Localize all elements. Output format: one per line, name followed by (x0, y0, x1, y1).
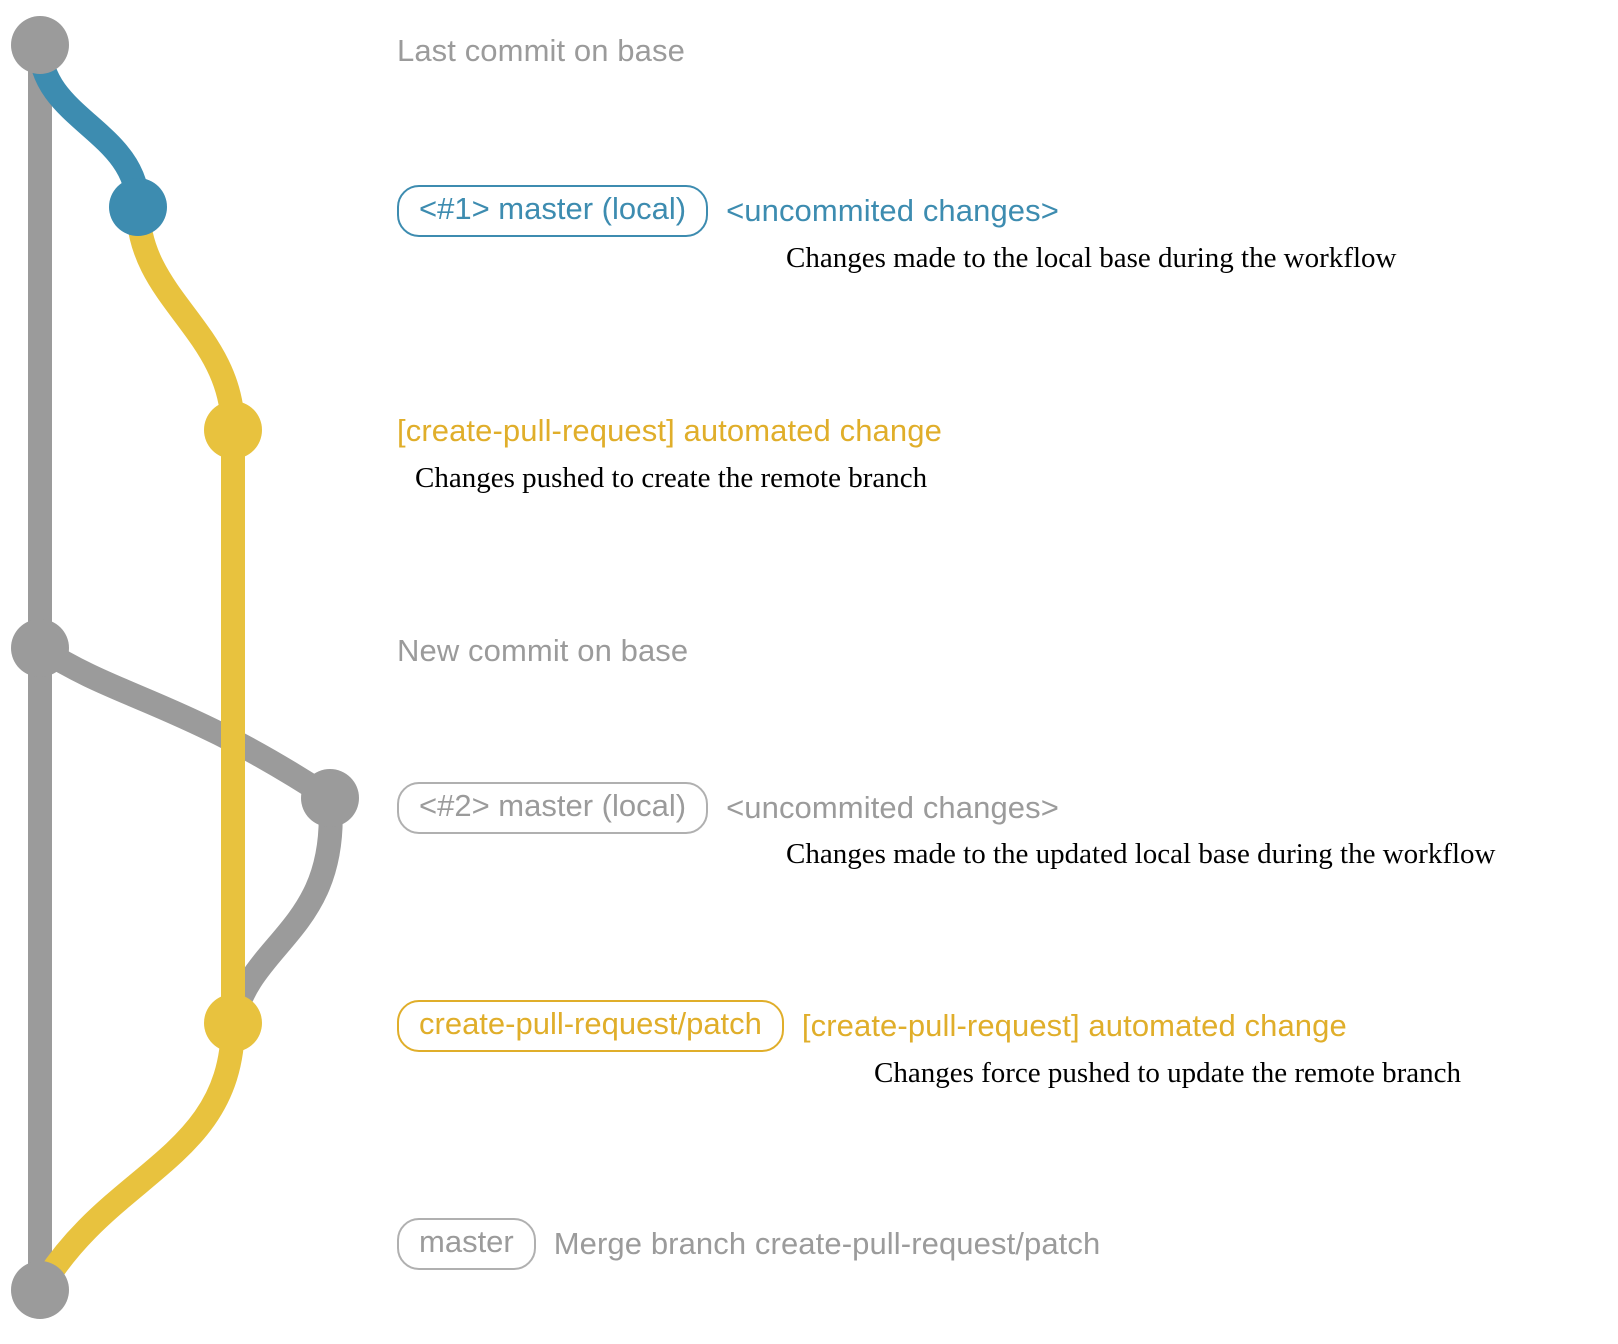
node-new-commit-on-base (11, 619, 69, 677)
edge-patch2-to-merge (28, 1011, 245, 1302)
row-automated-change-2: create-pull-request/patch [create-pull-r… (397, 1000, 1347, 1052)
commit-message-master-local-2: <uncommited changes> (726, 789, 1059, 825)
commit-message-automated-change-2: [create-pull-request] automated change (801, 1007, 1347, 1043)
node-last-commit-on-base (11, 16, 69, 74)
row-last-commit-on-base: Last commit on base (397, 33, 685, 69)
branch-badge-master-local-2[interactable]: <#2> master (local) (397, 782, 709, 834)
branch-badge-master-local-1[interactable]: <#1> master (local) (397, 185, 709, 237)
edge-base-to-local2 (28, 636, 342, 810)
node-merge-commit (11, 1261, 69, 1319)
commit-message-automated-change-1: [create-pull-request] automated change (397, 413, 942, 448)
node-automated-change-2 (204, 994, 262, 1052)
row-automated-change-1: [create-pull-request] automated change (397, 413, 942, 449)
note-master-local-1: Changes made to the local base during th… (786, 242, 1397, 274)
commit-message-new-commit-on-base: New commit on base (397, 633, 689, 668)
edge-local1-to-patch1 (126, 195, 245, 442)
row-master-local-1: <#1> master (local) <uncommited changes> (397, 185, 1059, 237)
branch-badge-master[interactable]: master (397, 1218, 536, 1270)
row-master-local-2: <#2> master (local) <uncommited changes> (397, 782, 1059, 834)
node-master-local-1 (109, 178, 167, 236)
note-automated-change-2: Changes force pushed to update the remot… (874, 1057, 1462, 1089)
commit-message-merge-commit: Merge branch create-pull-request/patch (553, 1225, 1101, 1261)
commit-message-last-commit-on-base: Last commit on base (397, 33, 685, 68)
row-new-commit-on-base: New commit on base (397, 633, 688, 669)
commit-message-master-local-1: <uncommited changes> (726, 192, 1059, 228)
row-merge-commit: master Merge branch create-pull-request/… (397, 1218, 1100, 1270)
branch-badge-create-pull-request-patch[interactable]: create-pull-request/patch (397, 1000, 784, 1052)
node-automated-change-1 (204, 401, 262, 459)
node-master-local-2 (301, 769, 359, 827)
note-master-local-2: Changes made to the updated local base d… (786, 838, 1496, 870)
note-automated-change-1: Changes pushed to create the remote bran… (415, 462, 928, 494)
